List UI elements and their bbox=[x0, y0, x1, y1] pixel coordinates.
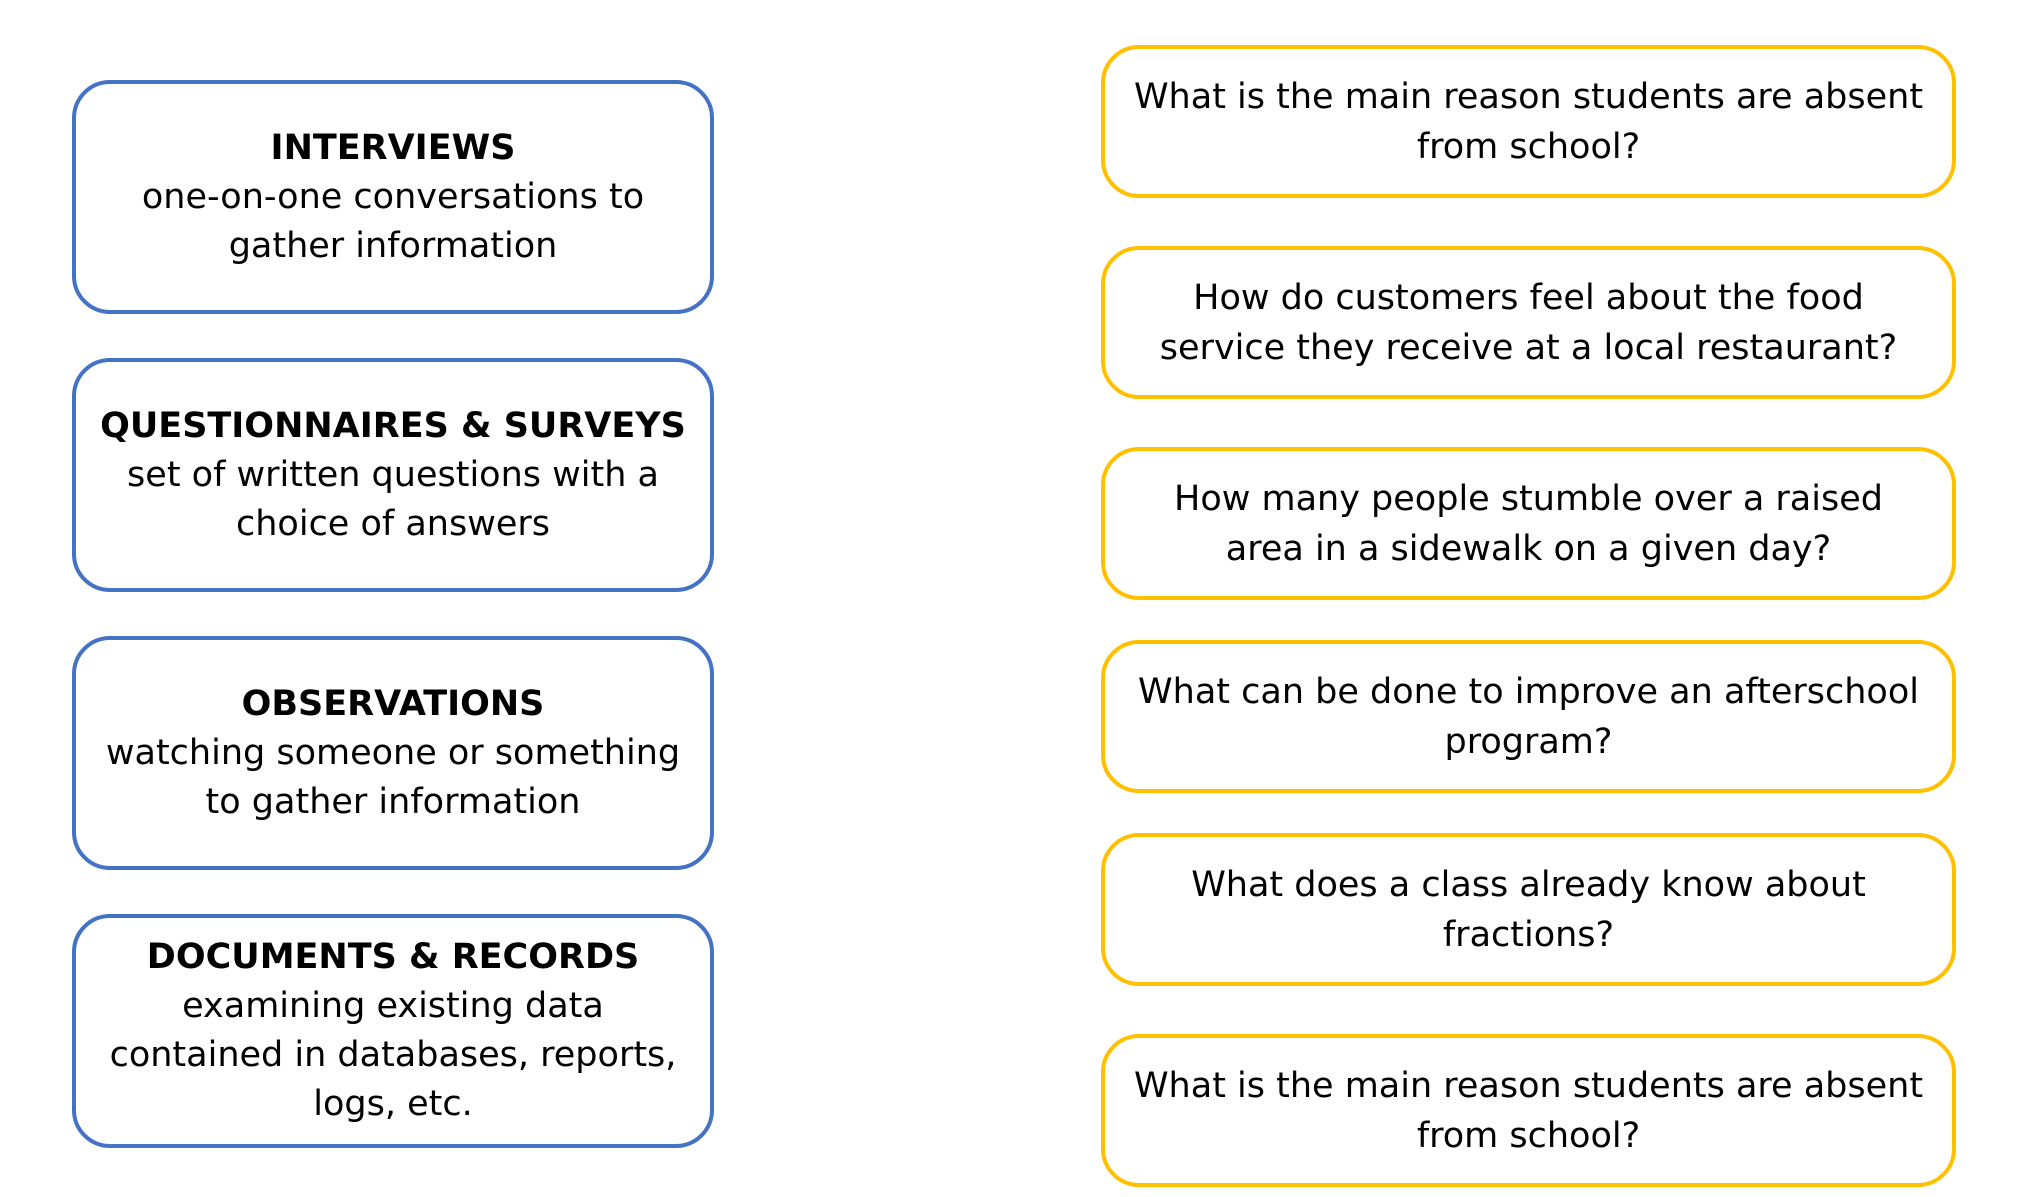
method-description: examining existing data contained in dat… bbox=[109, 986, 677, 1124]
question-card[interactable]: How do customers feel about the food ser… bbox=[1101, 246, 1956, 399]
question-card[interactable]: What does a class already know about fra… bbox=[1101, 833, 1956, 986]
question-card[interactable]: What is the main reason students are abs… bbox=[1101, 45, 1956, 198]
method-card-observations[interactable]: OBSERVATIONS watching someone or somethi… bbox=[72, 636, 714, 870]
question-card[interactable]: How many people stumble over a raised ar… bbox=[1101, 447, 1956, 600]
question-text: How many people stumble over a raised ar… bbox=[1174, 478, 1883, 569]
method-title: INTERVIEWS bbox=[270, 127, 516, 168]
method-card-documents-records[interactable]: DOCUMENTS & RECORDS examining existing d… bbox=[72, 914, 714, 1148]
question-text: How do customers feel about the food ser… bbox=[1159, 277, 1898, 368]
question-text: What is the main reason students are abs… bbox=[1133, 76, 1924, 167]
question-card[interactable]: What is the main reason students are abs… bbox=[1101, 1034, 1956, 1187]
method-description: watching someone or something to gather … bbox=[105, 732, 681, 822]
method-description: set of written questions with a choice o… bbox=[127, 454, 659, 544]
method-title: QUESTIONNAIRES & SURVEYS bbox=[100, 405, 686, 446]
question-text: What is the main reason students are abs… bbox=[1133, 1065, 1924, 1156]
question-text: What does a class already know about fra… bbox=[1191, 864, 1866, 955]
method-card-interviews[interactable]: INTERVIEWS one-on-one conversations to g… bbox=[72, 80, 714, 314]
method-title: DOCUMENTS & RECORDS bbox=[146, 937, 640, 977]
method-card-questionnaires-surveys[interactable]: QUESTIONNAIRES & SURVEYS set of written … bbox=[72, 358, 714, 592]
method-description: one-on-one conversations to gather infor… bbox=[141, 176, 645, 266]
question-card[interactable]: What can be done to improve an afterscho… bbox=[1101, 640, 1956, 793]
method-title: OBSERVATIONS bbox=[241, 683, 545, 724]
question-text: What can be done to improve an afterscho… bbox=[1138, 671, 1919, 762]
